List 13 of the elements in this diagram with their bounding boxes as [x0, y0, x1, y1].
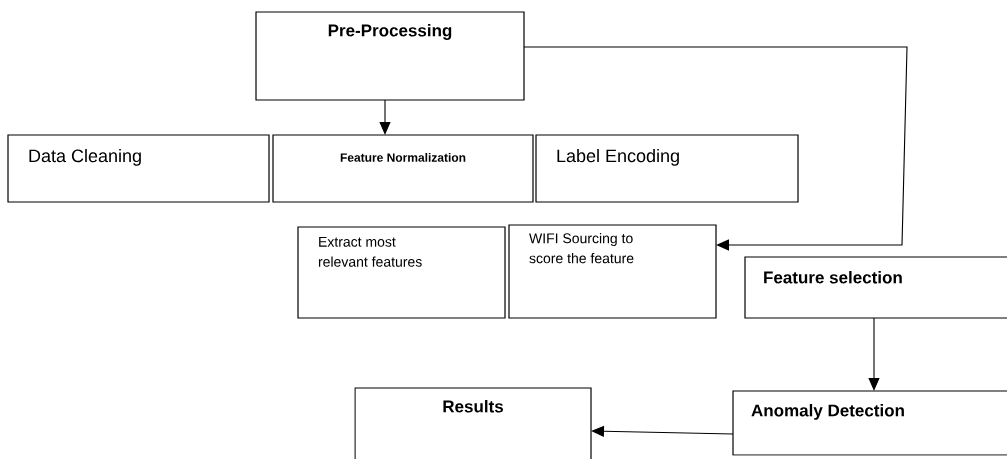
arrow: [379, 99, 391, 135]
process-box: Results: [354, 387, 592, 459]
process-box: Data Cleaning: [7, 134, 270, 203]
process-box: Pre-Processing: [255, 11, 525, 101]
arrow: [523, 46, 908, 251]
arrow: [591, 425, 734, 437]
process-box: Feature Normalization: [272, 134, 534, 203]
process-box: WIFI Sourcing to score the feature: [508, 224, 717, 319]
arrow: [868, 317, 880, 391]
process-box: Anomaly Detection: [732, 390, 1007, 456]
process-box: Extract most relevant features: [297, 226, 506, 319]
process-box: Feature selection: [744, 256, 1007, 319]
process-box: Label Encoding: [535, 134, 799, 203]
